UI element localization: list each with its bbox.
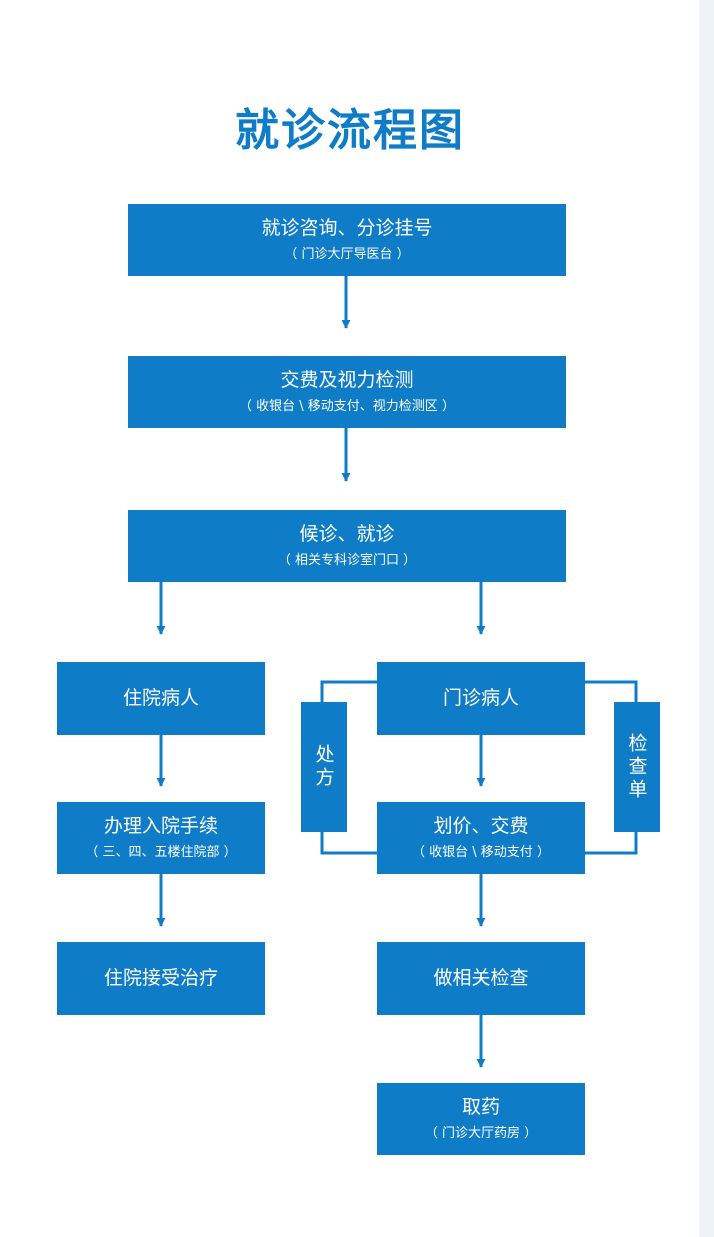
step-payment-vision-test: 交费及视力检测 （ 收银台 \ 移动支付、视力检测区 ）: [128, 356, 566, 428]
step-consult-registration: 就诊咨询、分诊挂号 （ 门诊大厅导医台 ）: [128, 204, 566, 276]
step-label: 取药: [461, 1096, 500, 1118]
step-waiting-consultation: 候诊、就诊 （ 相关专科诊室门口 ）: [128, 510, 566, 582]
step-location: （ 相关专科诊室门口 ）: [277, 552, 417, 568]
side-label: 处方: [312, 744, 335, 790]
page-title: 就诊流程图: [235, 105, 465, 156]
step-label: 住院接受治疗: [103, 966, 218, 989]
step-location: （ 收银台 \ 移动支付 ）: [412, 844, 550, 860]
loop-prescription-top: [320, 680, 377, 702]
step-location: （ 收银台 \ 移动支付、视力检测区 ）: [239, 398, 455, 414]
step-label: 住院病人: [122, 686, 199, 709]
loop-exam-sheet-bottom: [585, 832, 638, 855]
step-inpatient-treatment: 住院接受治疗: [57, 942, 265, 1015]
step-outpatient: 门诊病人: [377, 662, 585, 735]
step-label: 划价、交费: [433, 815, 529, 837]
step-label: 做相关检查: [433, 966, 529, 989]
step-label: 门诊病人: [442, 686, 519, 709]
side-prescription: 处方: [301, 702, 347, 832]
side-label: 检查单: [625, 732, 648, 802]
step-admission-procedure: 办理入院手续 （ 三、四、五楼住院部 ）: [57, 802, 265, 874]
page-edge-strip: [699, 0, 714, 1237]
step-label: 办理入院手续: [103, 815, 218, 837]
loop-exam-sheet-top: [585, 680, 638, 702]
step-pricing-payment: 划价、交费 （ 收银台 \ 移动支付 ）: [377, 802, 585, 874]
step-label: 就诊咨询、分诊挂号: [261, 217, 433, 239]
side-exam-sheet: 检查单: [614, 702, 660, 832]
step-examination: 做相关检查: [377, 942, 585, 1015]
loop-prescription-bottom: [320, 832, 377, 855]
step-pharmacy: 取药 （ 门诊大厅药房 ）: [377, 1083, 585, 1155]
step-inpatient: 住院病人: [57, 662, 265, 735]
step-location: （ 三、四、五楼住院部 ）: [85, 844, 237, 860]
step-location: （ 门诊大厅药房 ）: [424, 1125, 538, 1141]
step-label: 交费及视力检测: [280, 369, 414, 391]
step-label: 候诊、就诊: [299, 523, 395, 545]
step-location: （ 门诊大厅导医台 ）: [284, 246, 410, 262]
